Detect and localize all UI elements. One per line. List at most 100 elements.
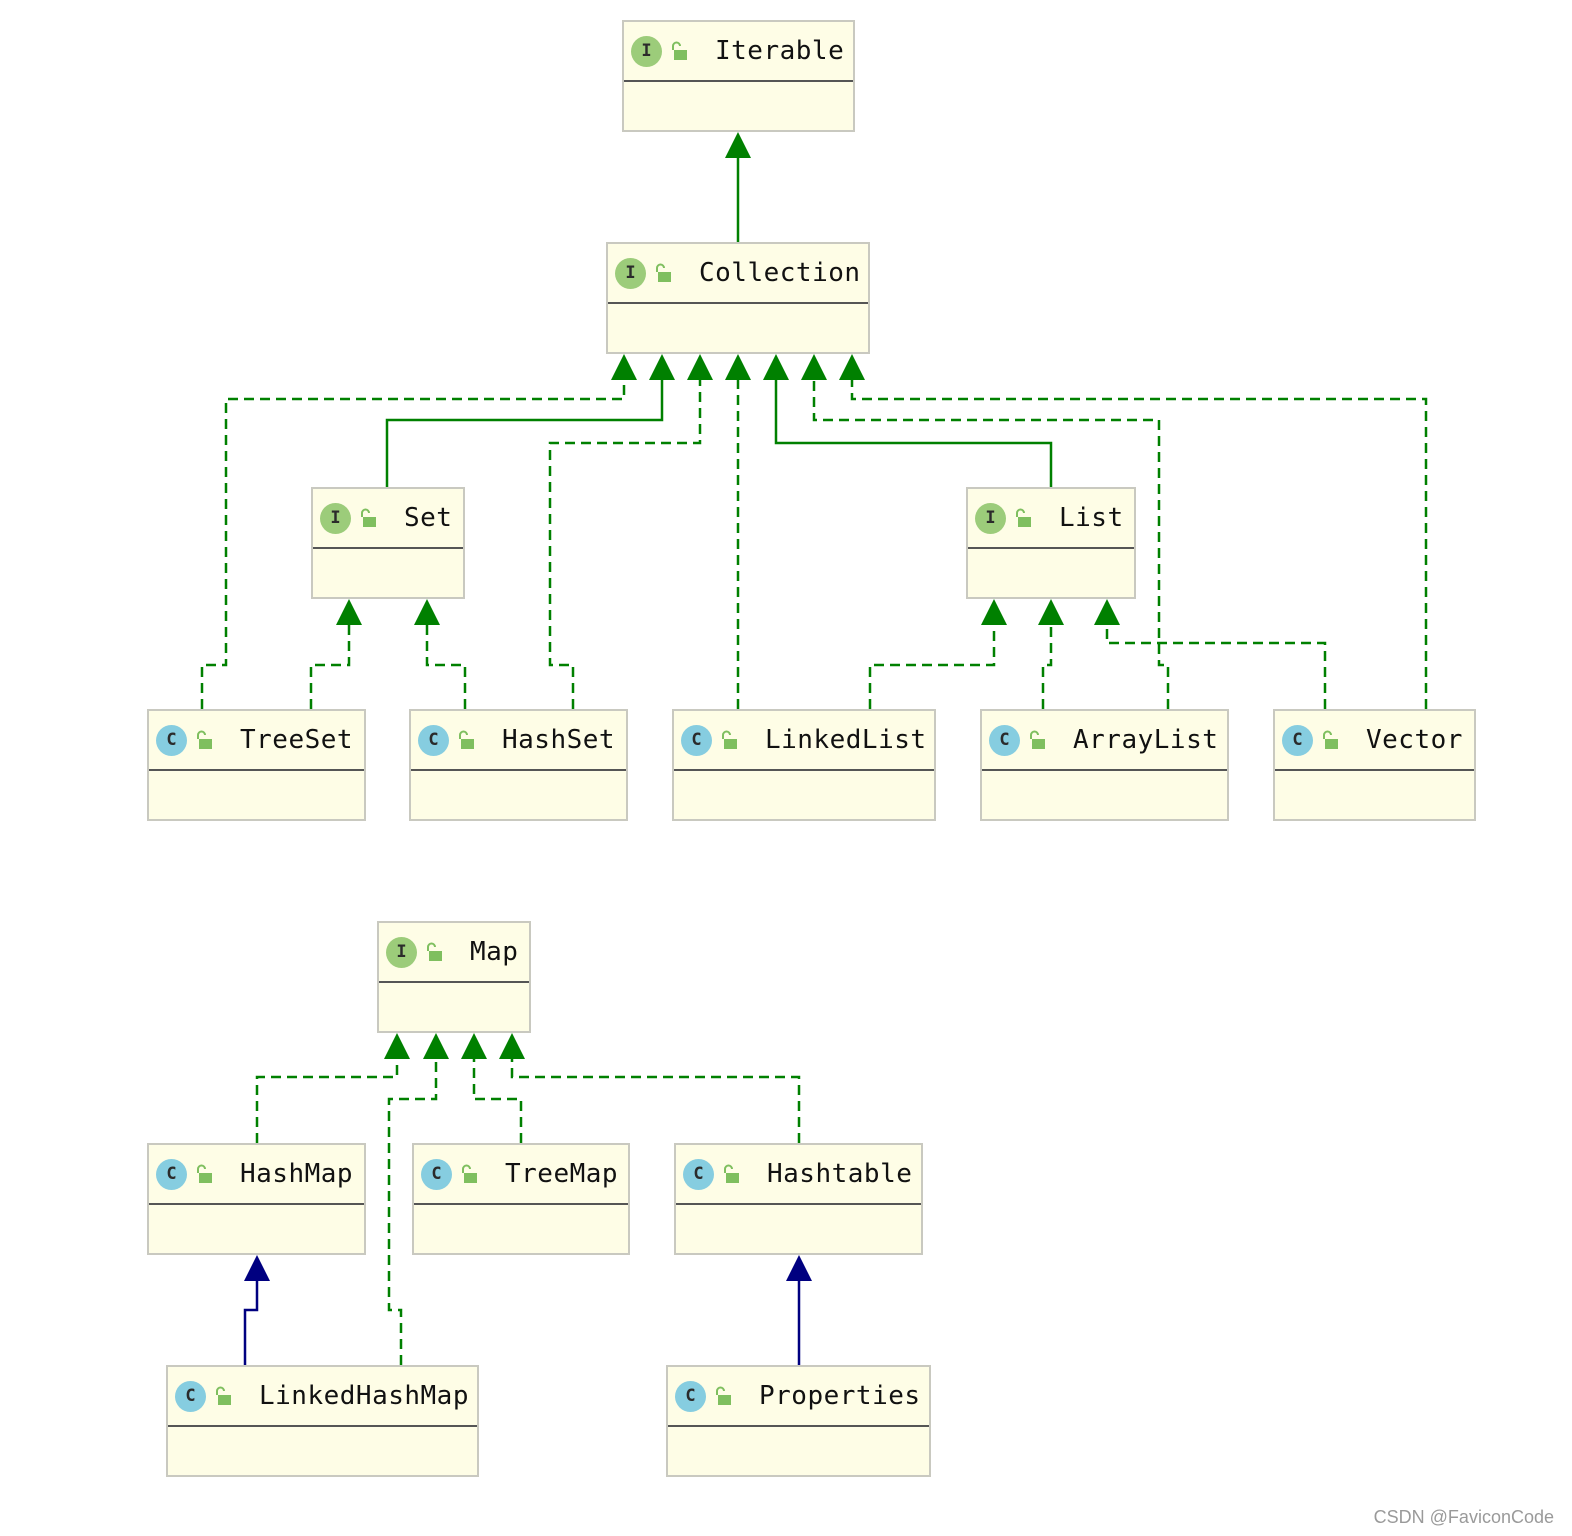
arrowhead-set-to-collection bbox=[649, 354, 675, 380]
node-name: LinkedHashMap bbox=[259, 1381, 469, 1411]
node-header: C HashSet bbox=[411, 711, 626, 771]
interface-badge-icon: I bbox=[386, 936, 417, 968]
arrowhead-treeset-to-collection bbox=[611, 354, 637, 380]
edge-treeset-to-set bbox=[309, 625, 351, 709]
open-lock-icon bbox=[459, 730, 474, 749]
node-header: C Hashtable bbox=[676, 1145, 921, 1205]
open-lock-icon bbox=[197, 730, 212, 749]
node-header: C LinkedHashMap bbox=[168, 1367, 477, 1427]
node-header: I Set bbox=[313, 489, 463, 549]
arrowhead-linkedhashmap-to-hashmap bbox=[244, 1255, 270, 1281]
edge-hashmap-to-map bbox=[255, 1059, 399, 1143]
node-header: C Properties bbox=[668, 1367, 929, 1427]
node-header: I Iterable bbox=[624, 22, 853, 82]
edge-hashset-to-collection bbox=[548, 380, 702, 709]
arrowhead-vector-to-collection bbox=[839, 354, 865, 380]
node-set[interactable]: I Set bbox=[311, 487, 465, 599]
node-name: TreeSet bbox=[240, 725, 354, 755]
node-name: Properties bbox=[759, 1381, 921, 1411]
arrowhead-arraylist-to-collection bbox=[801, 354, 827, 380]
open-lock-icon bbox=[1016, 508, 1031, 527]
interface-badge-icon: I bbox=[631, 35, 662, 67]
class-badge-icon: C bbox=[675, 1380, 706, 1412]
interface-badge-icon: I bbox=[615, 257, 646, 289]
node-name: TreeMap bbox=[505, 1159, 619, 1189]
node-header: I List bbox=[968, 489, 1134, 549]
node-header: C TreeMap bbox=[414, 1145, 628, 1205]
node-name: HashMap bbox=[240, 1159, 354, 1189]
arrowhead-treemap-to-map bbox=[461, 1033, 487, 1059]
open-lock-icon bbox=[1030, 730, 1045, 749]
arrowhead-collection-to-iterable bbox=[725, 132, 751, 158]
class-badge-icon: C bbox=[418, 724, 449, 756]
arrowhead-hashmap-to-map bbox=[384, 1033, 410, 1059]
node-header: C Vector bbox=[1275, 711, 1474, 771]
node-map[interactable]: I Map bbox=[377, 921, 531, 1033]
open-lock-icon bbox=[656, 263, 671, 282]
arrowhead-list-to-collection bbox=[763, 354, 789, 380]
edge-list-to-collection bbox=[774, 380, 1053, 487]
open-lock-icon bbox=[724, 1164, 739, 1183]
class-badge-icon: C bbox=[681, 724, 712, 756]
edge-set-to-collection bbox=[385, 380, 664, 487]
edge-linkedlist-to-list bbox=[868, 625, 996, 709]
open-lock-icon bbox=[427, 942, 442, 961]
edge-hashtable-to-map bbox=[510, 1059, 801, 1143]
node-header: I Map bbox=[379, 923, 529, 983]
arrowhead-arraylist-to-list bbox=[1038, 599, 1064, 625]
node-linkedhashmap[interactable]: C LinkedHashMap bbox=[166, 1365, 479, 1477]
node-header: C HashMap bbox=[149, 1145, 364, 1205]
node-name: LinkedList bbox=[765, 725, 927, 755]
node-linkedlist[interactable]: C LinkedList bbox=[672, 709, 936, 821]
class-badge-icon: C bbox=[989, 724, 1020, 756]
node-header: I Collection bbox=[608, 244, 868, 304]
interface-badge-icon: I bbox=[975, 502, 1006, 534]
edge-vector-to-list bbox=[1105, 625, 1327, 709]
node-name: Hashtable bbox=[767, 1159, 913, 1189]
node-treemap[interactable]: C TreeMap bbox=[412, 1143, 630, 1255]
node-header: C ArrayList bbox=[982, 711, 1227, 771]
node-treeset[interactable]: C TreeSet bbox=[147, 709, 366, 821]
edge-vector-to-collection bbox=[850, 380, 1428, 709]
node-name: Collection bbox=[699, 258, 861, 288]
edge-linkedhashmap-to-hashmap bbox=[243, 1281, 259, 1365]
class-badge-icon: C bbox=[156, 724, 187, 756]
open-lock-icon bbox=[672, 41, 687, 60]
class-badge-icon: C bbox=[175, 1380, 206, 1412]
open-lock-icon bbox=[361, 508, 376, 527]
arrowhead-linkedhashmap-to-map bbox=[423, 1033, 449, 1059]
open-lock-icon bbox=[722, 730, 737, 749]
node-name: HashSet bbox=[502, 725, 616, 755]
node-name: Iterable bbox=[715, 36, 845, 66]
open-lock-icon bbox=[716, 1386, 731, 1405]
edge-arraylist-to-list bbox=[1041, 625, 1053, 709]
node-header: C LinkedList bbox=[674, 711, 934, 771]
arrowhead-linkedlist-to-collection bbox=[725, 354, 751, 380]
node-arraylist[interactable]: C ArrayList bbox=[980, 709, 1229, 821]
node-name: Set bbox=[404, 503, 453, 533]
arrowhead-treeset-to-set bbox=[336, 599, 362, 625]
node-iterable[interactable]: I Iterable bbox=[622, 20, 855, 132]
edge-arraylist-to-collection bbox=[812, 380, 1170, 709]
open-lock-icon bbox=[216, 1386, 231, 1405]
open-lock-icon bbox=[1323, 730, 1338, 749]
class-badge-icon: C bbox=[156, 1158, 187, 1190]
edge-treemap-to-map bbox=[472, 1059, 523, 1143]
edge-treeset-to-collection bbox=[200, 380, 626, 709]
node-list[interactable]: I List bbox=[966, 487, 1136, 599]
node-hashmap[interactable]: C HashMap bbox=[147, 1143, 366, 1255]
node-vector[interactable]: C Vector bbox=[1273, 709, 1476, 821]
arrowhead-vector-to-list bbox=[1094, 599, 1120, 625]
arrowhead-linkedlist-to-list bbox=[981, 599, 1007, 625]
arrowhead-hashtable-to-map bbox=[499, 1033, 525, 1059]
node-hashtable[interactable]: C Hashtable bbox=[674, 1143, 923, 1255]
class-badge-icon: C bbox=[421, 1158, 452, 1190]
node-hashset[interactable]: C HashSet bbox=[409, 709, 628, 821]
node-collection[interactable]: I Collection bbox=[606, 242, 870, 354]
arrowhead-hashset-to-collection bbox=[687, 354, 713, 380]
interface-badge-icon: I bbox=[320, 502, 351, 534]
open-lock-icon bbox=[462, 1164, 477, 1183]
class-badge-icon: C bbox=[1282, 724, 1313, 756]
node-properties[interactable]: C Properties bbox=[666, 1365, 931, 1477]
